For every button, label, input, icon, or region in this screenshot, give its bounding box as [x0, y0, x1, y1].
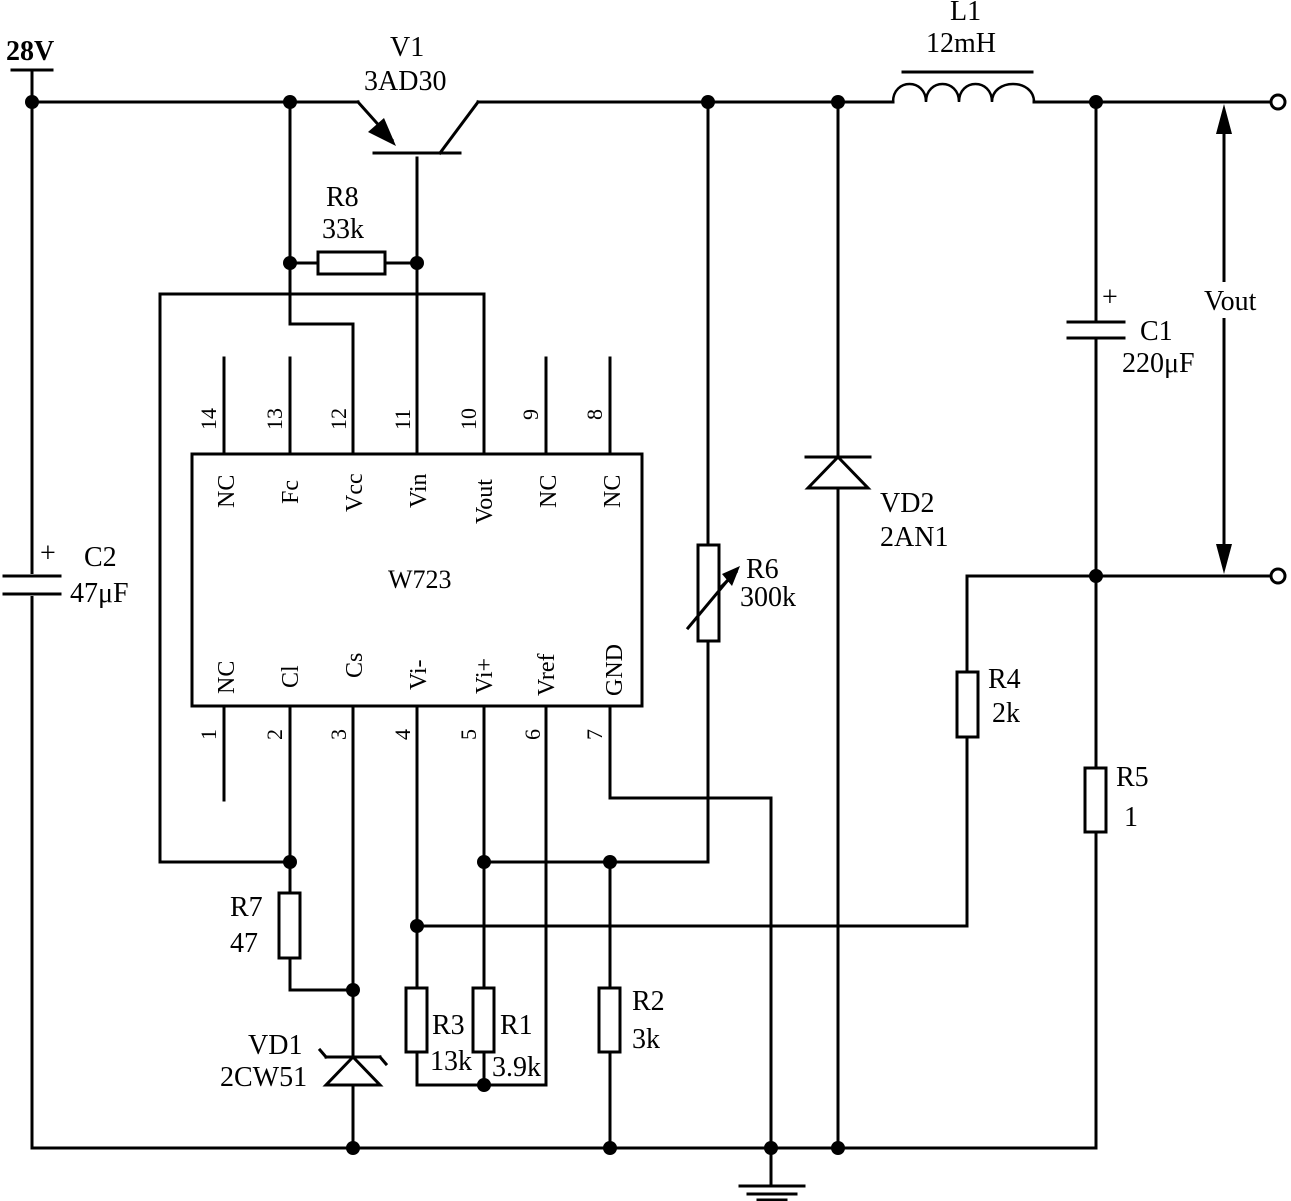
- zener-vd1: VD1 2CW51: [220, 1030, 389, 1093]
- r7-value: 47: [230, 928, 258, 959]
- pin-name-nc-14: NC: [214, 475, 240, 508]
- r4-value: 2k: [992, 698, 1020, 729]
- vd1-ref: VD1: [248, 1030, 302, 1061]
- ic-top-pin-numbers: 14 13 12 11 10 9 8: [196, 408, 607, 430]
- pin-number-8: 8: [582, 409, 607, 420]
- pin-name-fc: Fc: [278, 480, 304, 504]
- pin-number-9: 9: [518, 409, 543, 420]
- resistor-r1: R1 3.9k: [471, 986, 541, 1083]
- pin-number-5: 5: [456, 729, 481, 740]
- pin-number-11: 11: [390, 409, 415, 430]
- resistor-r2: R2 3k: [597, 986, 665, 1055]
- output-terminal-bottom[interactable]: [1269, 567, 1287, 585]
- pin-name-vi-plus: Vi+: [472, 658, 498, 694]
- r3-ref: R3: [432, 1010, 465, 1041]
- pin-number-6: 6: [520, 729, 545, 740]
- ground-icon: [738, 1184, 806, 1201]
- output-terminal-top[interactable]: [1269, 93, 1287, 111]
- pin-number-7: 7: [582, 729, 607, 740]
- pin-name-vref: Vref: [534, 653, 560, 696]
- vd2-value: 2AN1: [880, 522, 948, 553]
- r2-ref: R2: [632, 986, 665, 1017]
- r1-value: 3.9k: [492, 1052, 541, 1083]
- ic-top-pin-names: NC Fc Vcc Vin Vout NC NC: [214, 473, 626, 524]
- r5-value: 1: [1124, 802, 1138, 833]
- ic-w723: W723 14 13 12 11 10 9 8 NC Fc Vcc Vin Vo…: [190, 408, 644, 740]
- c1-polarity: +: [1102, 282, 1118, 313]
- r5-ref: R5: [1116, 762, 1149, 793]
- pin-name-cs: Cs: [342, 653, 368, 678]
- pin-number-10: 10: [456, 408, 481, 430]
- vd1-value: 2CW51: [220, 1062, 307, 1093]
- pin-number-13: 13: [262, 408, 287, 430]
- pin-number-12: 12: [326, 408, 351, 430]
- r7-ref: R7: [230, 892, 263, 923]
- r2-value: 3k: [632, 1024, 660, 1055]
- r8-value: 33k: [322, 214, 364, 245]
- transistor-value: 3AD30: [364, 66, 446, 97]
- resistor-r3: R3 13k: [404, 986, 472, 1077]
- vout-arrow-up: [1216, 104, 1232, 134]
- vout-arrow-down: [1216, 544, 1232, 574]
- vd2-ref: VD2: [880, 488, 934, 519]
- pin-number-2: 2: [262, 729, 287, 740]
- junction-dots: [25, 95, 1103, 1155]
- pin-name-vcc: Vcc: [342, 473, 368, 512]
- pin-name-nc-8: NC: [600, 475, 626, 508]
- pin-number-14: 14: [196, 408, 221, 430]
- potentiometer-r6: R6 300k: [685, 543, 796, 643]
- pin-number-4: 4: [390, 729, 415, 740]
- c1-value: 220μF: [1122, 348, 1195, 379]
- ic-bottom-pin-numbers: 1 2 3 4 5 6 7: [196, 729, 607, 740]
- inductor-ref: L1: [950, 0, 981, 27]
- r6-value: 300k: [740, 582, 796, 613]
- vout-label: Vout: [1204, 286, 1257, 317]
- c2-polarity: +: [40, 538, 56, 569]
- transistor-ref: V1: [390, 32, 424, 63]
- c1-ref: C1: [1140, 316, 1173, 347]
- pin-name-vout: Vout: [472, 479, 498, 524]
- resistor-r8: R8 33k: [316, 182, 387, 276]
- pin-name-nc-9: NC: [536, 475, 562, 508]
- r3-value: 13k: [430, 1046, 472, 1077]
- diode-vd2: VD2 2AN1: [804, 454, 948, 553]
- pin-number-3: 3: [326, 729, 351, 740]
- supply-label: 28V: [6, 36, 54, 67]
- r8-ref: R8: [326, 182, 359, 213]
- r6-ref: R6: [746, 554, 779, 585]
- ic-name: W723: [388, 565, 452, 594]
- pin-number-1: 1: [196, 729, 221, 740]
- ic-bottom-pin-names: NC Cl Cs Vi- Vi+ Vref GND: [214, 644, 628, 696]
- c2-ref: C2: [84, 542, 117, 573]
- transistor-v1: V1 3AD30: [355, 32, 481, 156]
- capacitor-c2: + C2 47μF: [2, 538, 129, 609]
- r1-ref: R1: [500, 1010, 533, 1041]
- resistor-r4: R4 2k: [955, 664, 1021, 739]
- inductor-l1: L1 12mH: [891, 0, 1036, 103]
- r4-ref: R4: [988, 664, 1021, 695]
- c2-value: 47μF: [70, 578, 129, 609]
- pin-name-vi-minus: Vi-: [406, 659, 432, 690]
- pin-name-cl: Cl: [278, 665, 304, 688]
- resistor-r7: R7 47: [230, 891, 302, 960]
- capacitor-c1: + C1 220μF: [1066, 282, 1195, 379]
- inductor-value: 12mH: [926, 28, 996, 59]
- pin-name-vin: Vin: [406, 473, 432, 508]
- pin-name-nc-1: NC: [214, 661, 240, 694]
- resistor-r5: R5 1: [1083, 762, 1149, 834]
- pin-name-gnd: GND: [602, 644, 628, 696]
- output-terminals: Vout: [1190, 93, 1287, 585]
